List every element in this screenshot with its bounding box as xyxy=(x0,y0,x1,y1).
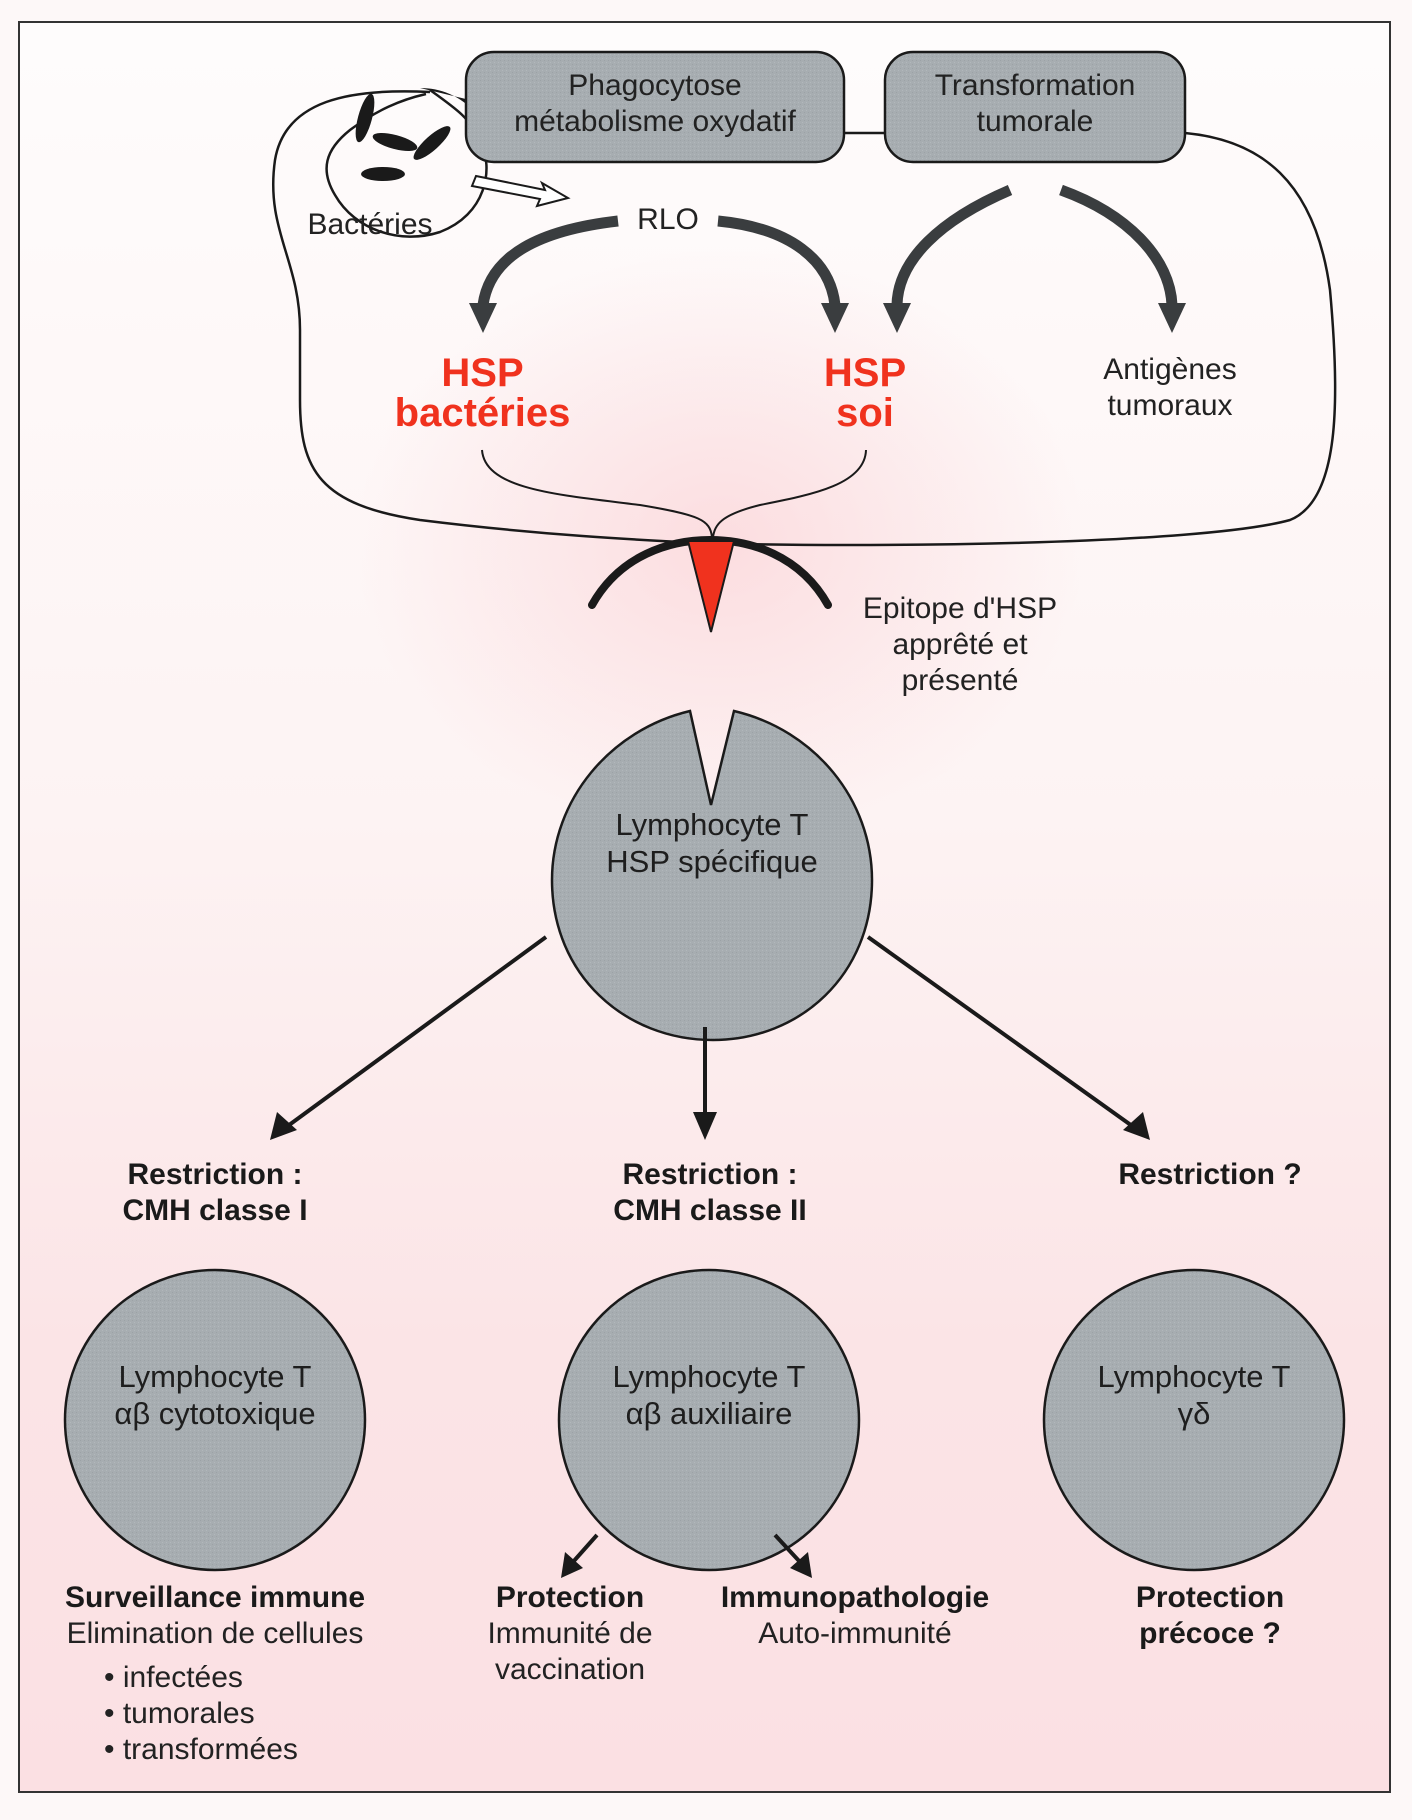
protection-precoce-outcome: Protection précoce ? xyxy=(1060,1580,1360,1652)
central-cell-line: Lymphocyte T xyxy=(615,807,809,842)
restriction-line: CMH classe II xyxy=(613,1194,807,1227)
arrowhead-icon xyxy=(1158,303,1186,333)
arrowhead-icon xyxy=(821,303,849,333)
bacteria-group xyxy=(355,93,451,181)
gamma-delta-cell-label: Lymphocyte T γδ xyxy=(1044,1358,1344,1432)
cytotoxic-lymphocyte-cell xyxy=(63,1268,367,1572)
arrowhead-icon xyxy=(1123,1112,1150,1140)
outcome-title: Surveillance immune xyxy=(64,1581,366,1614)
hsp-bacteries-line: HSP xyxy=(441,351,524,395)
bullet-item: • transformées xyxy=(104,1733,298,1766)
connector-hsp-soi xyxy=(712,449,867,538)
antigenes-line: Antigènes xyxy=(1103,353,1237,386)
epitope-label: Epitope d'HSP apprêté et présenté xyxy=(850,591,1070,699)
transformation-box xyxy=(883,50,1187,164)
auxiliaire-cell-label: Lymphocyte T αβ auxiliaire xyxy=(559,1358,859,1432)
surveillance-outcome: Surveillance immune Elimination de cellu… xyxy=(40,1580,390,1652)
epitope-triangle xyxy=(686,540,736,633)
transformation-line: tumorale xyxy=(976,105,1094,138)
restriction-cmh-1-label: Restriction : CMH classe I xyxy=(65,1157,365,1229)
epitope-line: apprêté et xyxy=(892,628,1028,661)
antigenes-label: Antigènes tumoraux xyxy=(1070,352,1270,424)
arrowhead-icon xyxy=(883,303,911,333)
outcome-line: Immunité de xyxy=(487,1617,653,1650)
protection-outcome: Protection Immunité de vaccination xyxy=(465,1580,675,1688)
central-lymphocyte-cell xyxy=(550,709,874,1042)
outcome-line: Elimination de cellules xyxy=(66,1617,364,1650)
arrowhead-icon xyxy=(469,303,497,333)
arrowhead-icon xyxy=(790,1552,812,1578)
outcome-title: précoce ? xyxy=(1139,1617,1281,1650)
arrow-transformation-to-antigenes xyxy=(1059,184,1178,306)
bacterium xyxy=(413,126,451,160)
bacterium xyxy=(361,167,405,181)
arrow-to-protection xyxy=(571,1533,599,1564)
cell-line: Lymphocyte T xyxy=(1097,1359,1291,1394)
bullet-text: infectées xyxy=(122,1661,243,1694)
cytotoxic-cell-label: Lymphocyte T αβ cytotoxique xyxy=(65,1358,365,1432)
branch-arrows xyxy=(283,935,1137,1130)
surveillance-bullets: • infectées • tumorales • transformées xyxy=(104,1660,298,1768)
bacteries-label: Bactéries xyxy=(307,208,433,241)
bacterium xyxy=(372,132,418,152)
outcome-line: Auto-immunité xyxy=(758,1617,952,1650)
restriction-line: CMH classe I xyxy=(122,1194,308,1227)
hsp-bacteries-label: HSP bactéries xyxy=(380,353,585,433)
restriction-cmh-2-label: Restriction : CMH classe II xyxy=(555,1157,865,1229)
thick-arrows xyxy=(477,184,1178,306)
auxiliaire-outcome-arrows xyxy=(561,1533,812,1578)
restriction-unknown-label: Restriction ? xyxy=(1060,1157,1360,1193)
immunopathologie-outcome: Immunopathologie Auto-immunité xyxy=(705,1580,1005,1652)
hollow-arrow-icon xyxy=(470,174,571,208)
phagocytose-box xyxy=(464,50,846,164)
bullet-item: • infectées xyxy=(104,1661,243,1694)
restriction-line: Restriction : xyxy=(622,1158,798,1191)
outcome-title: Protection xyxy=(1135,1581,1285,1614)
cell-line: αβ auxiliaire xyxy=(625,1396,793,1432)
cell-line: γδ xyxy=(1177,1396,1211,1432)
arrowhead-icon xyxy=(270,1112,297,1140)
bullet-text: transformées xyxy=(122,1733,298,1766)
cell-line: αβ cytotoxique xyxy=(114,1396,316,1432)
arrow-to-immunopathologie xyxy=(773,1533,802,1564)
hsp-soi-label: HSP soi xyxy=(800,353,930,433)
phagocytose-line: métabolisme oxydatif xyxy=(514,105,796,138)
cell-line: Lymphocyte T xyxy=(118,1359,312,1394)
connector-hsp-bacteries xyxy=(481,449,713,538)
arrowhead-icon xyxy=(561,1552,583,1578)
arrow-to-gamma-delta xyxy=(866,935,1137,1130)
cell-line: Lymphocyte T xyxy=(612,1359,806,1394)
gamma-delta-lymphocyte-cell xyxy=(1042,1268,1346,1572)
arrow-rlo-to-hsp-soi xyxy=(717,215,841,306)
bullet-item: • tumorales xyxy=(104,1697,255,1730)
outcome-title: Immunopathologie xyxy=(720,1581,990,1614)
arrow-transformation-to-hsp-soi xyxy=(891,184,1013,306)
rlo-label: RLO xyxy=(637,203,699,236)
arrowhead-icon xyxy=(693,1112,717,1140)
hsp-bacteries-line: bactéries xyxy=(394,391,571,435)
phagocytose-box-label: Phagocytose métabolisme oxydatif xyxy=(466,68,844,140)
branch-arrowheads xyxy=(270,1112,1150,1140)
thick-arrowheads xyxy=(469,303,1186,333)
epitope-line: Epitope d'HSP xyxy=(862,592,1058,625)
transformation-line: Transformation xyxy=(934,69,1136,102)
arrow-to-cytotoxic xyxy=(283,935,548,1130)
arrow-rlo-to-hsp-bacteries xyxy=(477,215,619,306)
antigenes-line: tumoraux xyxy=(1107,389,1233,422)
auxiliaire-lymphocyte-cell xyxy=(557,1268,861,1572)
restriction-line: Restriction : xyxy=(127,1158,303,1191)
hsp-soi-line: HSP xyxy=(823,351,907,395)
outcome-title: Protection xyxy=(495,1581,645,1614)
central-cell-line: HSP spécifique xyxy=(606,844,818,880)
bullet-text: tumorales xyxy=(122,1697,255,1730)
restriction-line: Restriction ? xyxy=(1118,1158,1302,1191)
epitope-line: présenté xyxy=(901,664,1019,697)
outcome-line: vaccination xyxy=(494,1653,646,1686)
bacterium xyxy=(355,93,375,143)
central-cell-label: Lymphocyte T HSP spécifique xyxy=(552,806,872,880)
phagocytose-line: Phagocytose xyxy=(568,69,742,102)
hsp-soi-line: soi xyxy=(836,391,894,435)
transformation-box-label: Transformation tumorale xyxy=(885,68,1185,140)
